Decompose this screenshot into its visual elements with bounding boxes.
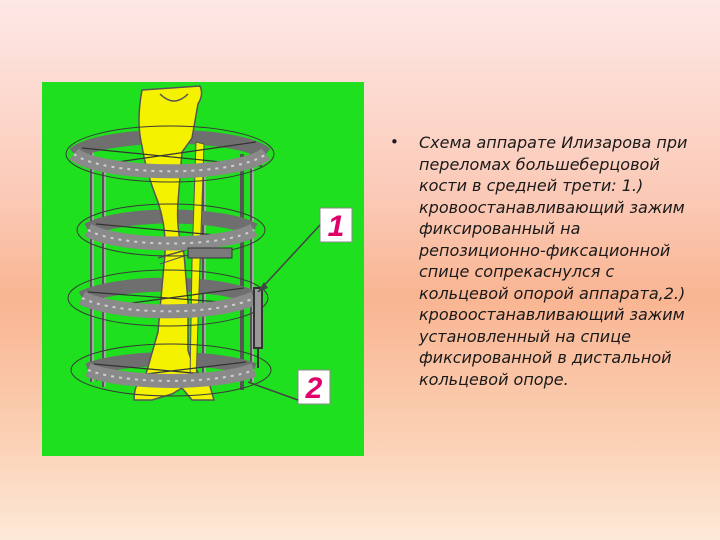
label-2: 2 (305, 372, 323, 405)
label-1: 1 (328, 210, 345, 243)
bullet-point: • (390, 133, 399, 151)
leader-line-1 (257, 224, 321, 293)
clamp-block (187, 247, 233, 259)
hemostatic-clamp-1 (253, 287, 263, 368)
ilizarov-apparatus-figure: 1 2 (42, 82, 364, 456)
label-2-box (297, 369, 331, 405)
description-text: Схема аппарате Илизарова при переломах б… (419, 133, 688, 389)
ilizarov-apparatus-drawing: 1 2 (42, 82, 364, 456)
apparatus-description: • Схема аппарате Илизарова при переломах… (390, 132, 690, 390)
threaded-rods (90, 144, 254, 390)
leader-line-2 (247, 381, 299, 401)
